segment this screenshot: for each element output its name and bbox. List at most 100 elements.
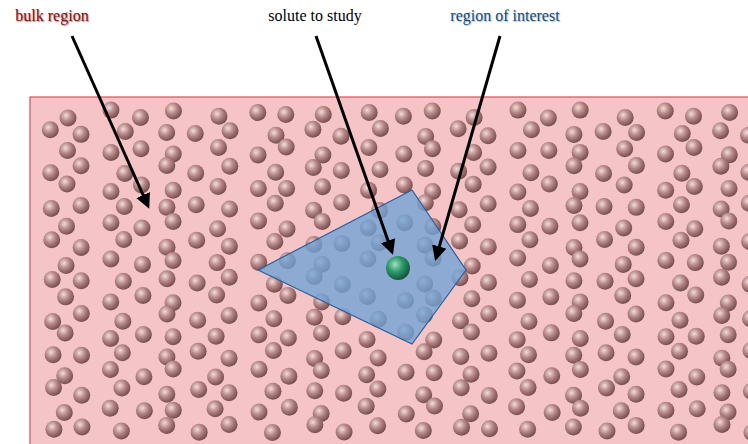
particle-sphere	[598, 422, 615, 439]
particle-sphere	[73, 347, 90, 364]
particle-sphere	[595, 123, 612, 140]
particle-sphere	[628, 270, 645, 287]
particle-sphere	[44, 313, 61, 330]
particle-sphere	[115, 273, 132, 290]
particle-sphere	[657, 252, 674, 269]
particle-sphere	[480, 274, 497, 291]
particle-sphere	[221, 350, 238, 367]
particle-sphere	[520, 379, 537, 396]
particle-sphere	[336, 423, 353, 440]
particle-sphere	[133, 219, 150, 236]
particle-sphere	[165, 402, 182, 419]
region-polygon	[258, 190, 466, 344]
particle-sphere	[743, 383, 748, 400]
particle-sphere	[615, 219, 632, 236]
particle-sphere	[685, 139, 702, 156]
particle-sphere	[480, 195, 497, 212]
particle-sphere	[720, 361, 737, 378]
particle-sphere	[209, 254, 226, 271]
particle-sphere	[395, 146, 412, 163]
particle-sphere	[165, 182, 182, 199]
particle-sphere	[572, 330, 589, 347]
particle-sphere	[250, 180, 267, 197]
particle-sphere	[281, 399, 298, 416]
particle-sphere	[158, 417, 175, 434]
particle-sphere	[509, 250, 526, 267]
particle-sphere	[190, 343, 207, 360]
particle-sphere	[398, 364, 415, 381]
particle-sphere	[741, 233, 748, 250]
particle-sphere	[114, 344, 131, 361]
particle-sphere	[544, 404, 561, 421]
particle-sphere	[73, 387, 90, 404]
particle-sphere	[616, 140, 633, 157]
particle-sphere	[267, 195, 284, 212]
particle-sphere	[314, 213, 331, 230]
particle-sphere	[628, 348, 645, 365]
particle-sphere	[221, 269, 238, 286]
particle-sphere	[424, 140, 441, 157]
particle-sphere	[674, 125, 691, 142]
particle-sphere	[207, 368, 224, 385]
particle-sphere	[657, 361, 674, 378]
particle-sphere	[673, 196, 690, 213]
particle-sphere	[59, 142, 76, 159]
particle-sphere	[210, 139, 227, 156]
particle-sphere	[657, 294, 674, 311]
particle-sphere	[596, 231, 613, 248]
callout-label: region of interest	[450, 6, 559, 26]
particle-sphere	[464, 257, 481, 274]
particle-sphere	[210, 178, 227, 195]
particle-sphere	[135, 326, 152, 343]
particle-sphere	[73, 239, 90, 256]
particle-sphere	[265, 310, 282, 327]
particle-sphere	[721, 180, 738, 197]
solute-sphere	[386, 256, 410, 280]
particle-sphere	[712, 158, 729, 175]
particle-sphere	[614, 326, 631, 343]
particle-sphere	[520, 346, 537, 363]
callout-label: bulk region	[15, 6, 88, 26]
particle-sphere	[616, 176, 633, 193]
particle-sphere	[740, 127, 748, 144]
particle-sphere	[59, 176, 76, 193]
particle-sphere	[463, 324, 480, 341]
particle-sphere	[509, 331, 526, 348]
particle-sphere	[113, 422, 130, 439]
particle-sphere	[670, 424, 687, 441]
particle-sphere	[280, 368, 297, 385]
particle-sphere	[572, 250, 589, 267]
particle-sphere	[73, 126, 90, 143]
particle-sphere	[687, 254, 704, 271]
particle-sphere	[522, 164, 539, 181]
particle-sphere	[73, 197, 90, 214]
particle-sphere	[713, 384, 730, 401]
particle-sphere	[305, 159, 322, 176]
particle-sphere	[542, 257, 559, 274]
particle-sphere	[135, 368, 152, 385]
particle-sphere	[417, 160, 434, 177]
particle-sphere	[543, 367, 560, 384]
particle-sphere	[45, 421, 62, 438]
particle-sphere	[658, 328, 675, 345]
particle-sphere	[265, 342, 282, 359]
particle-sphere	[158, 157, 175, 174]
particle-sphere	[672, 232, 689, 249]
particle-sphere	[597, 273, 614, 290]
particle-sphere	[464, 216, 481, 233]
particle-sphere	[102, 250, 119, 267]
particle-sphere	[278, 220, 295, 237]
particle-sphere	[480, 305, 497, 322]
particle-sphere	[360, 139, 377, 156]
particle-sphere	[481, 387, 498, 404]
particle-sphere	[565, 418, 582, 435]
particle-sphere	[306, 309, 323, 326]
particle-sphere	[358, 398, 375, 415]
particle-sphere	[187, 165, 204, 182]
particle-sphere	[279, 287, 296, 304]
particle-sphere	[371, 161, 388, 178]
particle-sphere	[741, 195, 748, 212]
particle-sphere	[335, 385, 352, 402]
particle-sphere	[333, 162, 350, 179]
